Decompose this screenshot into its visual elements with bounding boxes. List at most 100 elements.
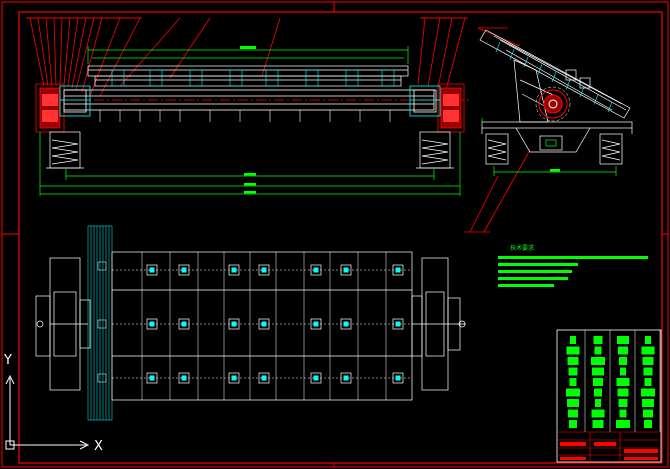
plan-left-rotor xyxy=(35,257,91,391)
part-silhouette xyxy=(566,346,580,355)
plan-pad-core xyxy=(181,375,187,381)
deck-rib xyxy=(565,79,571,90)
plan-pad xyxy=(340,318,352,330)
side-springs xyxy=(485,133,623,165)
deck-rib xyxy=(551,71,557,83)
note-line xyxy=(498,263,578,266)
plan-pads xyxy=(146,264,404,384)
left-spring xyxy=(46,131,84,169)
plan-pad-core xyxy=(261,321,267,327)
plan-pad xyxy=(310,318,322,330)
plan-pad xyxy=(178,264,190,276)
deck-rib xyxy=(537,64,543,75)
part-silhouette xyxy=(595,399,601,407)
right-bearing-housing xyxy=(409,83,465,133)
roller-support xyxy=(345,69,359,87)
plan-pad-core xyxy=(343,267,349,273)
bottom-dimensions xyxy=(39,132,461,196)
side-drum xyxy=(535,86,571,122)
plan-view xyxy=(35,225,466,421)
shaft-studs xyxy=(99,110,391,122)
wheel-hub xyxy=(97,373,107,383)
plan-pad-core xyxy=(181,267,187,273)
ucs-y-label: Y xyxy=(3,353,12,368)
title-block-grid xyxy=(557,431,661,462)
deck-rib xyxy=(607,101,613,113)
plan-pad-core xyxy=(149,375,155,381)
side-dimensions xyxy=(481,118,617,176)
part-silhouette xyxy=(619,357,627,365)
part-silhouette xyxy=(616,378,630,386)
roller-supports xyxy=(111,69,395,87)
part-silhouette xyxy=(566,388,580,397)
plan-pad-core xyxy=(261,267,267,273)
plan-pad-core xyxy=(343,375,349,381)
part-silhouette xyxy=(642,357,654,365)
plan-pad xyxy=(228,318,240,330)
roller-support xyxy=(229,69,243,87)
top-dimensions xyxy=(87,46,409,64)
plan-pad-core xyxy=(231,267,237,273)
part-silhouette xyxy=(643,367,653,376)
note-line xyxy=(498,256,648,259)
plan-pad-core xyxy=(231,321,237,327)
part-silhouette xyxy=(594,388,602,397)
part-silhouette xyxy=(644,378,652,386)
plan-pad-core xyxy=(149,267,155,273)
part-silhouette xyxy=(642,399,654,407)
wheel-hub xyxy=(97,261,107,271)
plan-pad xyxy=(392,264,404,276)
plan-pad xyxy=(392,372,404,384)
roller-support xyxy=(149,69,163,87)
part-silhouette xyxy=(618,399,628,407)
note-bars xyxy=(498,256,648,287)
part-silhouette xyxy=(570,336,576,344)
plan-pad-core xyxy=(261,375,267,381)
plan-pad xyxy=(178,318,190,330)
part-silhouette xyxy=(567,399,579,407)
plan-pad-core xyxy=(313,375,319,381)
plan-pad xyxy=(340,264,352,276)
note-line xyxy=(498,284,554,287)
roller-support xyxy=(381,69,395,87)
title-block-fills xyxy=(560,442,658,460)
part-silhouette xyxy=(569,378,577,386)
part-silhouette xyxy=(616,420,630,428)
deck-rib xyxy=(579,86,585,98)
deck-rib xyxy=(523,56,529,68)
part-silhouette xyxy=(641,346,655,355)
part-silhouette xyxy=(619,409,627,418)
part-silhouette xyxy=(594,346,602,355)
ucs-x-label: X xyxy=(94,439,103,454)
deck-rib xyxy=(593,94,599,105)
part-silhouette xyxy=(618,346,628,355)
left-bearing-housing xyxy=(35,83,91,133)
roller-support xyxy=(305,69,319,87)
part-silhouette xyxy=(567,357,579,365)
plan-pad xyxy=(178,372,190,384)
plan-pad-core xyxy=(313,321,319,327)
part-silhouette xyxy=(620,367,626,376)
plan-pad xyxy=(258,372,270,384)
plan-pad-core xyxy=(231,375,237,381)
technical-notes: 技术要求 xyxy=(498,244,648,287)
plan-pad xyxy=(340,372,352,384)
front-elevation-view xyxy=(26,17,470,196)
part-silhouette xyxy=(617,388,629,397)
plan-pad xyxy=(146,264,158,276)
plan-pad xyxy=(310,372,322,384)
notes-title: 技术要求 xyxy=(510,244,534,252)
part-silhouette xyxy=(643,409,653,418)
ucs-icon xyxy=(5,374,90,450)
plan-pad xyxy=(392,318,404,330)
roller-support xyxy=(189,69,203,87)
plan-pad xyxy=(146,318,158,330)
title-block xyxy=(556,329,662,463)
roller-support xyxy=(265,69,279,87)
part-silhouette xyxy=(641,388,655,397)
part-silhouette xyxy=(568,409,578,418)
deck-ribs xyxy=(495,41,613,113)
plan-pad xyxy=(228,372,240,384)
